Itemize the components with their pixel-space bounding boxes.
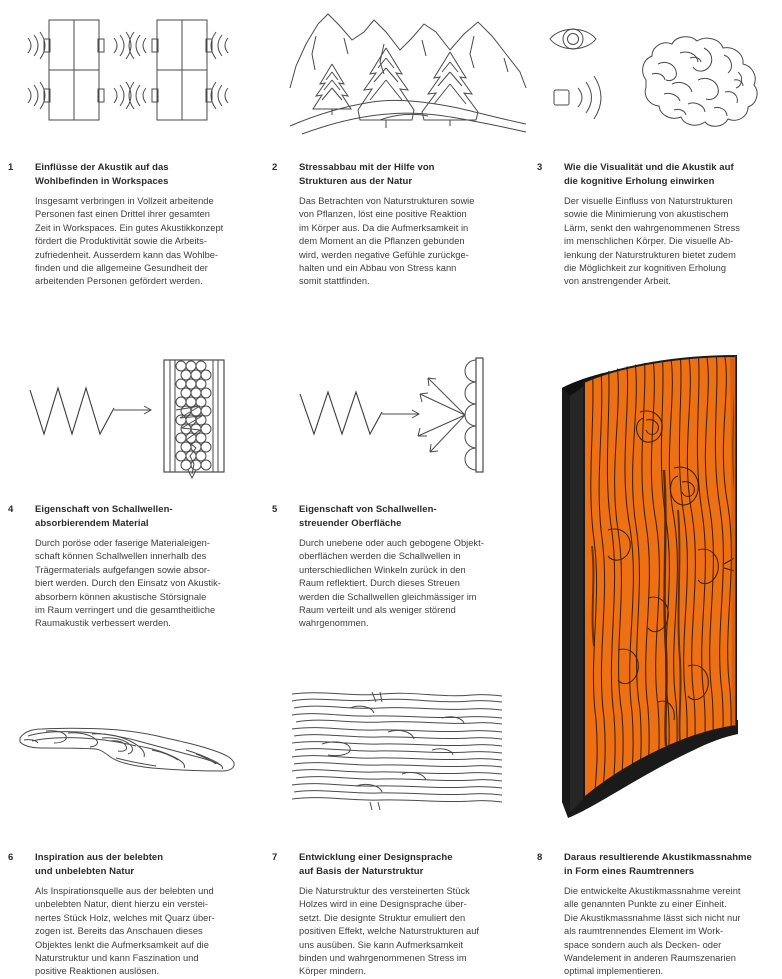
section-body-6: Als Inspirationsquelle aus der belebten … [35, 886, 215, 977]
section-block-3: 3 Wie die Visualität und die Akustik auf… [537, 161, 767, 289]
section-number-8: 8 [537, 852, 543, 863]
section-number-5: 5 [272, 504, 278, 515]
section-title-4: Eigenschaft von Schallwellen- absorbiere… [35, 504, 173, 529]
wood-grain-pattern-illustration [292, 690, 502, 810]
section-title-8: Daraus resultierende Akustikmassnahme in… [564, 852, 752, 877]
section-body-3: Der visuelle Einfluss von Naturstrukture… [564, 196, 740, 287]
brain-icon [642, 36, 758, 127]
section-title-1: Einflüsse der Akustik auf das Wohlbefind… [35, 162, 169, 187]
soundwave-diffuser-illustration [290, 352, 510, 480]
section-block-8: 8 Daraus resultierende Akustikmassnahme … [537, 851, 769, 979]
section-body-5: Durch unebene oder auch gebogene Objekt-… [299, 538, 484, 629]
section-number-4: 4 [8, 504, 14, 515]
soundwave-icon [553, 75, 602, 120]
section-title-7: Entwicklung einer Designsprache auf Basi… [299, 852, 453, 877]
section-block-4: 4 Eigenschaft von Schallwellen- absorbie… [8, 503, 240, 631]
section-body-8: Die entwickelte Akustikmassnahme vereint… [564, 886, 741, 977]
petrified-wood-illustration [16, 716, 241, 776]
section-number-6: 6 [8, 852, 14, 863]
section-number-2: 2 [272, 162, 278, 173]
section-body-1: Insgesamt verbringen in Vollzeit arbeite… [35, 196, 224, 287]
soundwave-absorber-illustration [14, 352, 234, 480]
section-block-5: 5 Eigenschaft von Schallwellen- streuend… [272, 503, 500, 631]
section-block-7: 7 Entwicklung einer Designsprache auf Ba… [272, 851, 502, 979]
section-number-1: 1 [8, 162, 14, 173]
eye-icon [549, 28, 597, 50]
section-block-6: 6 Inspiration aus der belebten und unbel… [8, 851, 240, 979]
section-number-7: 7 [272, 852, 278, 863]
section-title-6: Inspiration aus der belebten und unbeleb… [35, 852, 164, 877]
section-body-2: Das Betrachten von Naturstrukturen sowie… [299, 196, 475, 287]
section-body-7: Die Naturstruktur des versteinerten Stüc… [299, 886, 480, 977]
section-title-3: Wie die Visualität und die Akustik auf d… [564, 162, 734, 187]
mountain-landscape-illustration [288, 10, 528, 142]
desks-with-soundwaves-illustration [6, 14, 256, 142]
section-block-2: 2 Stressabbau mit der Hilfe von Struktur… [272, 161, 500, 289]
orange-room-divider-illustration [548, 350, 778, 820]
section-title-5: Eigenschaft von Schallwellen- streuender… [299, 504, 437, 529]
section-title-2: Stressabbau mit der Hilfe von Strukturen… [299, 162, 435, 187]
section-number-3: 3 [537, 162, 543, 173]
eye-soundwave-brain-illustration [548, 22, 776, 140]
section-block-1: 1 Einflüsse der Akustik auf das Wohlbefi… [8, 161, 238, 289]
section-body-4: Durch poröse oder faserige Materialeigen… [35, 538, 221, 629]
